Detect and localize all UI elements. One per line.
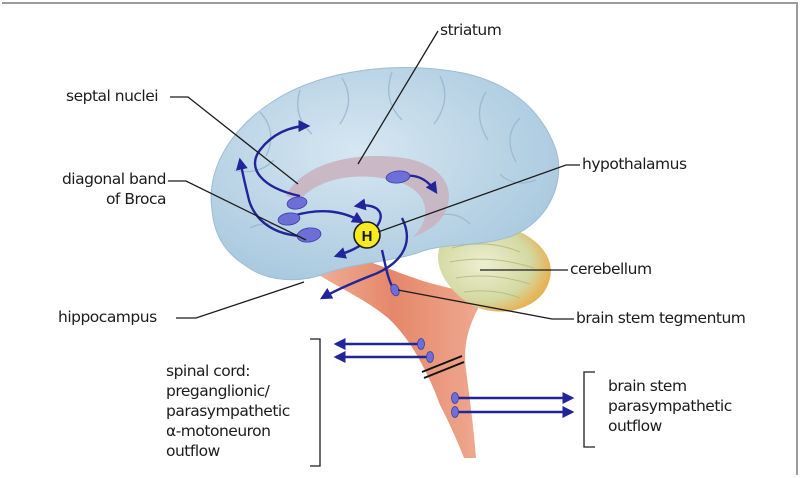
label-diagonal-band: diagonal band of Broca bbox=[36, 169, 166, 209]
label-spinal-cord-line: outflow bbox=[166, 441, 311, 461]
label-spinal-cord-line: spinal cord: bbox=[166, 361, 311, 381]
label-spinal-cord-line: parasympathetic bbox=[166, 401, 311, 421]
spinal-nucleus-ellipse bbox=[427, 352, 434, 363]
label-brain-stem-outflow: brain stem parasympathetic outflow bbox=[608, 376, 758, 436]
brain-stem-outflow-bracket bbox=[584, 372, 595, 447]
label-diagonal-band-line: of Broca bbox=[36, 189, 166, 209]
label-septal-nuclei: septal nuclei bbox=[66, 86, 158, 106]
label-hippocampus: hippocampus bbox=[58, 307, 157, 327]
spinal-nucleus-ellipse bbox=[418, 339, 425, 350]
label-striatum: striatum bbox=[440, 20, 501, 40]
brain-stem-nucleus-ellipse bbox=[452, 407, 459, 418]
hippocampus-leader bbox=[176, 282, 304, 318]
brain-stem-nucleus-ellipse bbox=[452, 393, 459, 404]
label-spinal-cord-outflow: spinal cord: preganglionic/ parasympathe… bbox=[166, 361, 311, 461]
label-diagonal-band-line: diagonal band bbox=[36, 169, 166, 189]
hypothalamus-marker: H bbox=[354, 222, 380, 248]
label-cerebellum: cerebellum bbox=[570, 259, 652, 279]
label-brain-stem-outflow-line: parasympathetic bbox=[608, 396, 758, 416]
label-brain-stem-outflow-line: outflow bbox=[608, 416, 758, 436]
label-brain-stem-outflow-line: brain stem bbox=[608, 376, 758, 396]
label-spinal-cord-line: α-motoneuron bbox=[166, 421, 311, 441]
hypothalamus-marker-text: H bbox=[362, 228, 373, 245]
label-hypothalamus: hypothalamus bbox=[582, 154, 687, 174]
label-spinal-cord-line: preganglionic/ bbox=[166, 381, 311, 401]
spinal-cord-bracket bbox=[310, 339, 320, 466]
label-brain-stem-tegmentum: brain stem tegmentum bbox=[576, 308, 745, 328]
